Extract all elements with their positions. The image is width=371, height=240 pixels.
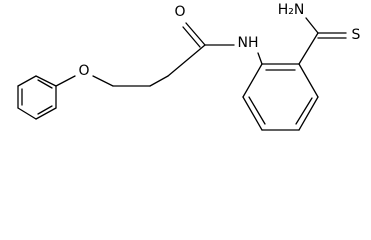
bond — [17, 75, 37, 87]
bond — [55, 75, 76, 87]
carbonyl-oxygen-label: O — [174, 4, 185, 20]
bond — [37, 105, 53, 115]
bonds — [17, 17, 347, 131]
bond — [298, 32, 319, 65]
bond — [295, 97, 313, 125]
bond — [248, 96, 266, 125]
bond — [185, 22, 206, 46]
chemical-structure: O NH H₂N S O — [17, 2, 361, 131]
bond — [35, 107, 57, 120]
bond — [182, 26, 201, 48]
bond — [298, 96, 319, 131]
bond — [242, 96, 263, 131]
bond — [37, 79, 53, 89]
bond — [298, 63, 319, 98]
bond — [35, 75, 57, 87]
atom-labels: O NH H₂N S O — [78, 2, 360, 79]
bond — [149, 75, 169, 87]
bond — [257, 52, 263, 65]
amine-group-label: H₂N — [278, 2, 305, 18]
bond — [305, 17, 319, 34]
bond — [92, 75, 114, 87]
amide-nitrogen-label: NH — [238, 35, 259, 51]
ether-oxygen-label: O — [78, 63, 89, 79]
sulfur-label: S — [352, 27, 361, 43]
bond — [17, 107, 37, 120]
bond — [242, 63, 263, 98]
bond — [167, 44, 206, 77]
